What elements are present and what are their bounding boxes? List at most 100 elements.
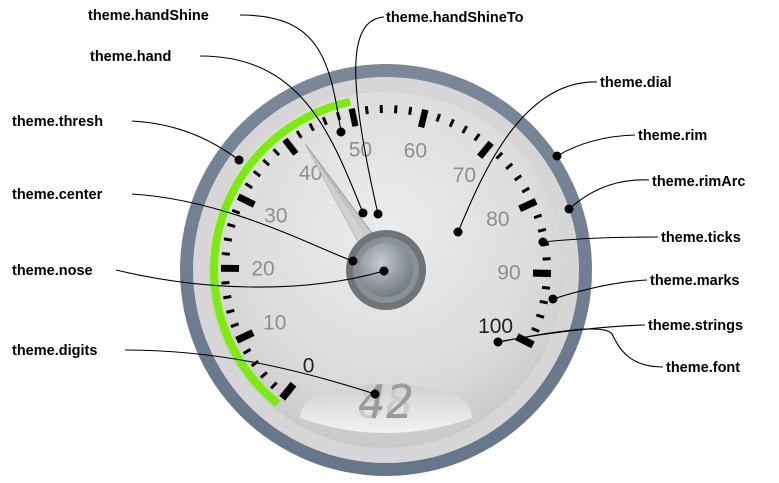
callout-dot-dial bbox=[453, 227, 463, 237]
mark bbox=[542, 257, 551, 261]
mark bbox=[223, 295, 232, 300]
callout-label-nose: theme.nose bbox=[12, 263, 93, 279]
mark bbox=[533, 213, 543, 220]
mark bbox=[418, 109, 429, 128]
callout-label-center: theme.center bbox=[12, 187, 103, 203]
callout-line-rim bbox=[556, 134, 636, 157]
mark bbox=[259, 371, 268, 379]
mark bbox=[227, 222, 236, 228]
callout-line-nose bbox=[115, 269, 385, 288]
mark bbox=[221, 251, 230, 256]
mark bbox=[279, 381, 297, 401]
scale-label: 20 bbox=[251, 258, 274, 281]
scale-label: 10 bbox=[263, 311, 286, 334]
callout-dot-thresh bbox=[234, 155, 244, 165]
callout-label-digits: theme.digits bbox=[12, 343, 97, 359]
scale-label: 70 bbox=[453, 164, 476, 187]
callout-line-font bbox=[498, 328, 664, 368]
mark bbox=[295, 130, 303, 139]
scale-label: 80 bbox=[486, 208, 509, 231]
mark bbox=[541, 285, 551, 290]
mark bbox=[521, 186, 530, 194]
callout-line-hand bbox=[199, 55, 364, 214]
mark bbox=[250, 359, 260, 368]
mark bbox=[537, 227, 547, 233]
mark bbox=[242, 348, 252, 355]
mark bbox=[461, 125, 469, 134]
mark bbox=[505, 162, 514, 171]
callout-dot-digits bbox=[370, 389, 380, 399]
callout-line-digits bbox=[124, 349, 376, 395]
callout-label-rim: theme.rim bbox=[638, 128, 707, 144]
callout-label-hand: theme.hand bbox=[90, 49, 171, 65]
callout-label-rimArc: theme.rimArc bbox=[652, 174, 745, 190]
callout-dot-nose bbox=[379, 266, 389, 276]
callout-line-thresh bbox=[131, 120, 240, 161]
mark bbox=[348, 107, 359, 127]
callout-dot-handShineTo bbox=[373, 209, 383, 219]
digits-background: 88 bbox=[358, 375, 413, 429]
callout-dot-rim bbox=[552, 151, 562, 161]
callout-label-marks: theme.marks bbox=[650, 273, 739, 289]
callouts: theme.handShine theme.handShineTo theme.ha… bbox=[12, 8, 745, 399]
callout-label-font: theme.font bbox=[666, 360, 740, 376]
thresh-arc bbox=[210, 97, 352, 407]
callout-line-ticks bbox=[542, 236, 659, 243]
callout-label-ticks: theme.ticks bbox=[661, 230, 741, 246]
mark bbox=[223, 237, 233, 242]
scale-label: 40 bbox=[299, 162, 322, 185]
mark bbox=[236, 193, 256, 208]
mark bbox=[244, 182, 254, 190]
mark bbox=[513, 174, 523, 182]
scale-label: 50 bbox=[349, 139, 372, 162]
digits-value: 42 bbox=[358, 375, 413, 429]
callout-dot-marks bbox=[548, 294, 558, 304]
callout-dot-handShine bbox=[336, 127, 346, 137]
scale-label: 60 bbox=[404, 140, 427, 163]
mark bbox=[408, 106, 413, 116]
mark bbox=[308, 122, 315, 132]
mark bbox=[321, 116, 328, 126]
callout-line-handShineTo bbox=[355, 16, 385, 215]
mark bbox=[364, 105, 369, 115]
scale-label: 90 bbox=[497, 262, 520, 285]
mark bbox=[531, 327, 540, 333]
dial-bottom-shine bbox=[300, 384, 472, 433]
mark bbox=[221, 280, 230, 285]
mark bbox=[235, 329, 255, 344]
mark bbox=[495, 151, 504, 160]
mark bbox=[535, 313, 545, 319]
mark bbox=[226, 308, 235, 314]
callout-dot-ticks bbox=[538, 237, 548, 247]
callout-line-rimArc bbox=[568, 179, 650, 210]
callout-label-handShine: theme.handShine bbox=[88, 8, 209, 24]
callout-line-center bbox=[131, 193, 354, 262]
mark bbox=[252, 170, 262, 178]
callout-line-handShine bbox=[239, 14, 342, 133]
scale-label: 30 bbox=[264, 204, 287, 227]
callout-dot-rimArc bbox=[564, 204, 574, 214]
scale-label: 100 bbox=[478, 315, 513, 338]
callout-line-dial bbox=[457, 81, 598, 233]
mark bbox=[282, 137, 299, 156]
mark bbox=[435, 113, 442, 123]
scale-label: 0 bbox=[303, 355, 315, 378]
mark bbox=[269, 381, 278, 390]
mark bbox=[448, 118, 455, 128]
callout-line-marks bbox=[552, 279, 648, 300]
mark bbox=[231, 208, 241, 215]
mark bbox=[262, 158, 271, 167]
callout-label-handShineTo: theme.handShineTo bbox=[386, 10, 524, 26]
callout-label-strings: theme.strings bbox=[648, 318, 743, 334]
callout-dot-strings bbox=[493, 337, 503, 347]
mark bbox=[477, 140, 494, 159]
callout-dot-hand bbox=[358, 208, 368, 218]
mark bbox=[230, 322, 240, 328]
mark bbox=[518, 198, 538, 212]
mark bbox=[272, 148, 281, 157]
callout-label-dial: theme.dial bbox=[600, 75, 672, 91]
callout-label-thresh: theme.thresh bbox=[12, 114, 103, 130]
mark bbox=[473, 133, 481, 142]
